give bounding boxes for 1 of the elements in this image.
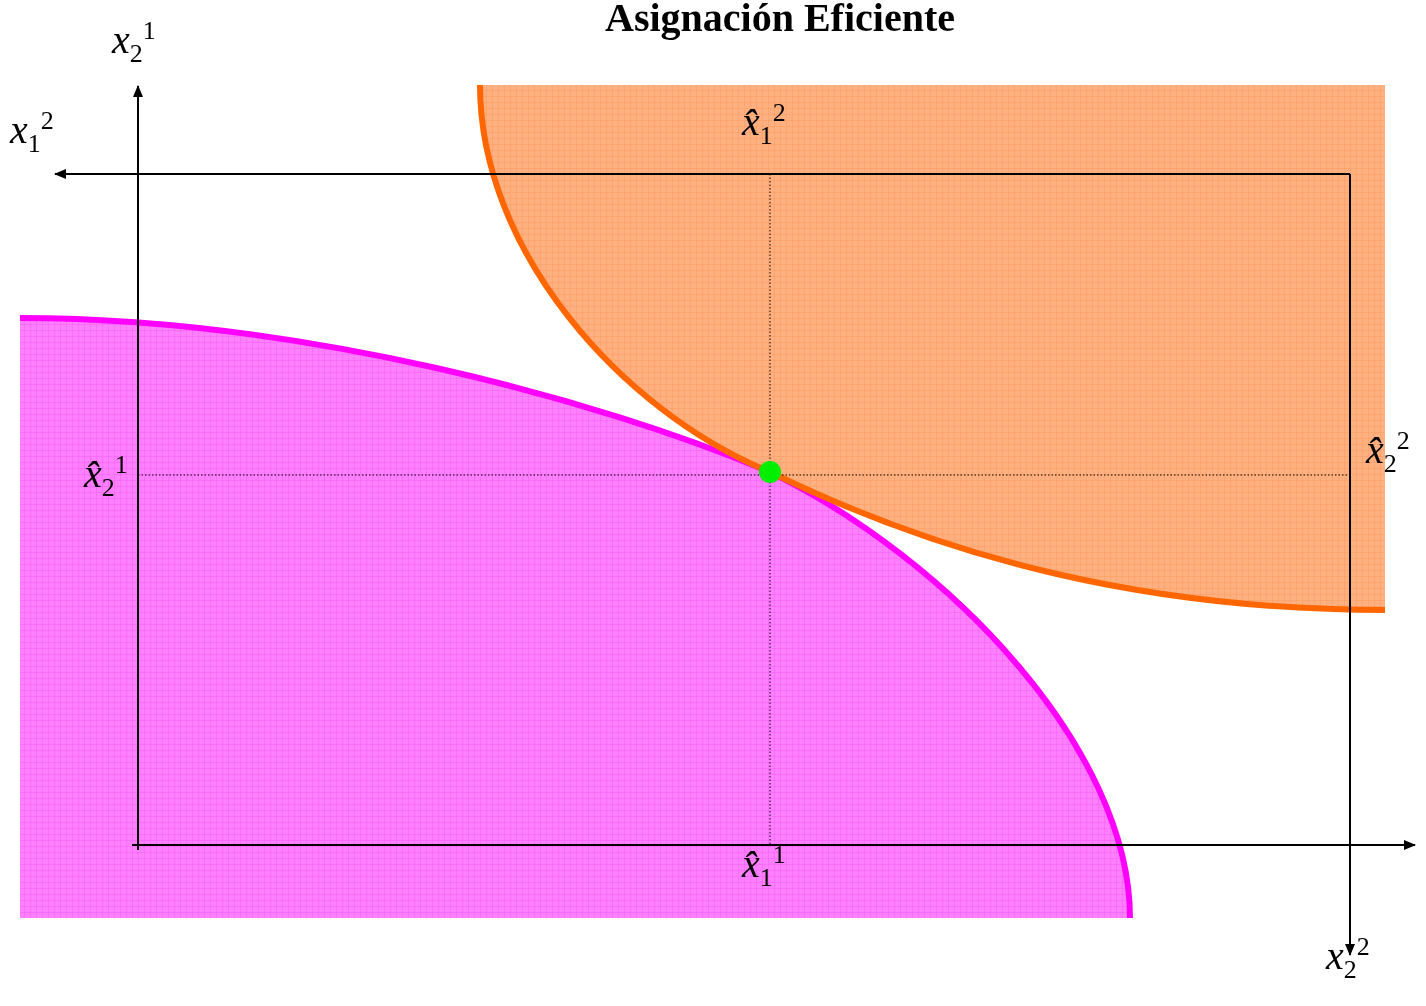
chart-title: Asignación Eficiente	[604, 0, 956, 41]
